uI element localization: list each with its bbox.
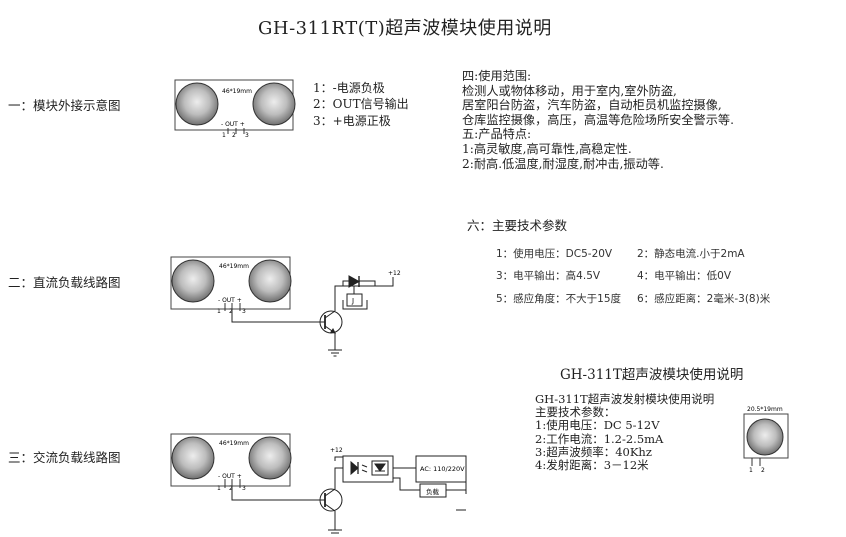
t-spec-line: 主要技术参数：	[535, 405, 616, 420]
usage-line: 四:使用范围:	[462, 69, 532, 83]
transducer-right	[252, 82, 296, 126]
t-module-size-label: 20.5*19mm	[747, 406, 783, 413]
ac-voltage-label: +12	[330, 447, 343, 454]
transducer-left	[171, 259, 215, 303]
section-heading-1: 一：模块外接示意图	[8, 98, 121, 113]
load-label: 负载	[426, 487, 440, 496]
transmitter-transducer	[746, 418, 784, 456]
t-spec-line: 4:发射距离：3－12米	[535, 458, 649, 473]
out-label: - OUT +	[218, 473, 242, 480]
specs-heading: 六：主要技术参数	[467, 218, 568, 233]
spec-item: 2：静态电流.小于2mA	[637, 248, 745, 260]
transducer-left	[171, 436, 215, 480]
pin-desc-1: 1：-电源负极	[313, 81, 385, 95]
usage-line: 2:耐高.低温度,耐湿度,耐冲击,振动等.	[462, 156, 664, 171]
t-spec-line: 2:工作电流：1.2-2.5mA	[535, 431, 664, 446]
usage-block: 四:使用范围: 检测人或物体移动，用于室内,室外防盗, 居室阳台防盗，汽车防盗，…	[462, 69, 734, 171]
spec-item: 3：电平输出：高4.5V	[496, 270, 601, 282]
module-size-label: 46*19mm	[219, 263, 249, 270]
pin-label-2: 2	[232, 132, 236, 139]
section-heading-2: 二：直流负载线路图	[8, 275, 121, 290]
pin-label-1: 1	[222, 132, 226, 139]
module-size-label: 46*19mm	[222, 88, 252, 95]
relay-label: J	[351, 297, 354, 305]
pin-label-1: 1	[217, 308, 221, 315]
pin-desc-3: 3：+电源正极	[313, 114, 391, 128]
dc-voltage-label: +12	[388, 270, 401, 277]
t-pin-label-1: 1	[749, 467, 753, 474]
ac-load-circuit	[231, 455, 467, 534]
relay-coil	[346, 293, 363, 307]
module-diagram-2: 46*19mm - OUT + 1 2 3	[170, 256, 292, 315]
pin-label-3: 3	[245, 132, 249, 139]
pin-desc-2: 2：OUT信号输出	[313, 97, 409, 111]
transducer-left	[175, 82, 219, 126]
dc-load-circuit	[231, 275, 394, 357]
spec-item: 1：使用电压：DC5-20V	[496, 248, 613, 260]
ac-source-box	[415, 455, 467, 483]
t-module-diagram: 20.5*19mm 1 2	[743, 406, 789, 474]
diode-symbol	[348, 275, 361, 288]
t-module-title: GH-311T超声波模块使用说明	[560, 367, 744, 383]
usage-line: 居室阳台防盗，汽车防盗，自动柜员机监控摄像,	[462, 98, 722, 113]
transducer-right	[248, 436, 292, 480]
pin-label-2: 2	[229, 485, 233, 492]
t-pin-label-2: 2	[761, 467, 765, 474]
t-spec-line: 3:超声波频率：40Khz	[535, 444, 652, 459]
page-title: GH-311RT(T)超声波模块使用说明	[258, 18, 552, 39]
module-size-label: 46*19mm	[219, 440, 249, 447]
usage-line: 检测人或物体移动，用于室内,室外防盗,	[462, 83, 677, 98]
pin-label-3: 3	[242, 485, 246, 492]
pin-label-2: 2	[229, 308, 233, 315]
module-diagram-3: 46*19mm - OUT + 1 2 3	[170, 433, 292, 492]
out-label: - OUT +	[218, 297, 242, 304]
spec-item: 4：电平输出：低0V	[637, 270, 732, 282]
usage-line: 仓库监控摄像，高压，高温等危险场所安全警示等.	[462, 112, 734, 127]
transducer-right	[248, 259, 292, 303]
usage-line: 1:高灵敏度,高可靠性,高稳定性.	[462, 141, 632, 156]
ac-source-label: AC: 110/220V	[420, 465, 465, 473]
spec-item: 6：感应距离：2毫米-3(8)米	[637, 293, 771, 305]
pin-label-3: 3	[242, 308, 246, 315]
t-module-specs: GH-311T超声波发射模块使用说明 主要技术参数： 1:使用电压：DC 5-1…	[535, 392, 715, 473]
usage-line: 五:产品特点:	[462, 127, 532, 142]
spec-item: 5：感应角度：不大于15度	[496, 293, 622, 305]
pin-label-1: 1	[217, 485, 221, 492]
out-label: - OUT +	[221, 121, 245, 128]
module-diagram-1: 46*19mm - OUT + 1 2 3	[174, 79, 296, 139]
section-heading-3: 三：交流负载线路图	[8, 450, 121, 465]
t-spec-line: 1:使用电压：DC 5-12V	[535, 418, 660, 433]
t-spec-line: GH-311T超声波发射模块使用说明	[535, 392, 715, 406]
